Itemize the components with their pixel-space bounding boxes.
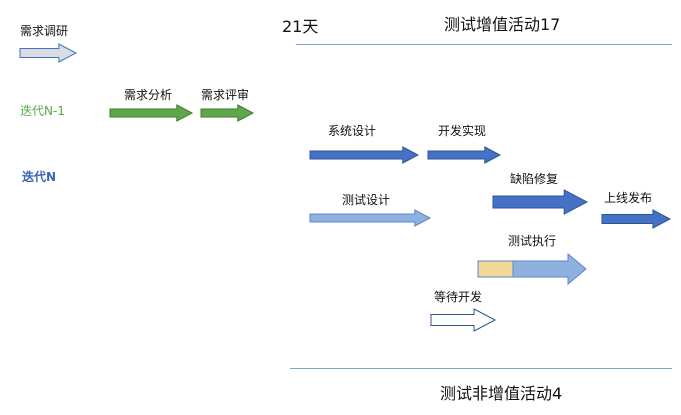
requirement-review-arrow (200, 104, 255, 122)
waiting-development-arrow (430, 308, 497, 332)
test-execution-arrow (477, 252, 587, 286)
test-design-arrow-shape (309, 209, 432, 227)
waiting-development-label: 等待开发 (434, 290, 483, 304)
bug-fix-arrow-shape (492, 189, 589, 215)
non-value-activities-label: 测试非增值活动4 (440, 384, 563, 403)
legend-iteration-prev-label: 迭代N-1 (20, 104, 65, 118)
requirement-research-arrow-shape (19, 43, 78, 63)
test-design-arrow (309, 209, 432, 227)
requirement-analysis-label: 需求分析 (124, 88, 173, 102)
release-arrow-shape (601, 209, 672, 229)
non-value-activities-rule (290, 368, 672, 369)
system-design-arrow-shape (309, 146, 420, 164)
value-activities-rule (296, 44, 672, 45)
test-design-label: 测试设计 (342, 193, 391, 207)
legend-iteration-current-label: 迭代N (22, 170, 57, 184)
bug-fix-label: 缺陷修复 (510, 172, 559, 186)
release-label: 上线发布 (604, 191, 653, 205)
value-activities-label: 测试增值活动17 (444, 15, 561, 34)
test-execution-wait-segment (477, 260, 514, 278)
requirement-review-label: 需求评审 (201, 88, 250, 102)
development-arrow-shape (427, 146, 502, 164)
release-arrow (601, 209, 672, 229)
waiting-development-arrow-shape (430, 308, 497, 332)
test-execution-active-segment (512, 252, 587, 286)
requirement-research-arrow (19, 43, 78, 63)
requirement-analysis-arrow-shape (109, 104, 194, 122)
test-execution-label: 测试执行 (508, 234, 557, 248)
requirement-review-arrow-shape (200, 104, 255, 122)
development-label: 开发实现 (438, 124, 487, 138)
development-arrow (427, 146, 502, 164)
system-design-label: 系统设计 (328, 124, 377, 138)
days-label: 21天 (282, 17, 319, 36)
legend-requirement-research-label: 需求调研 (20, 24, 69, 38)
bug-fix-arrow (492, 189, 589, 215)
system-design-arrow (309, 146, 420, 164)
requirement-analysis-arrow (109, 104, 194, 122)
